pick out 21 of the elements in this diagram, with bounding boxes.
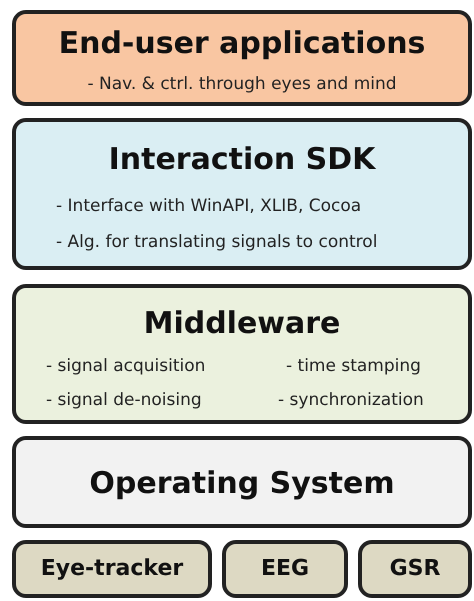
feature-text: - signal acquisition <box>46 356 206 376</box>
layer-box <box>12 118 472 270</box>
layer-box <box>12 10 472 106</box>
feature-text: - Interface with WinAPI, XLIB, Cocoa <box>56 196 362 216</box>
feature-text: - Alg. for translating signals to control <box>56 232 378 252</box>
layer-box <box>12 284 472 424</box>
layer-title: End-user applications <box>58 26 426 61</box>
layer-title: Operating System <box>89 466 395 501</box>
layer-title: GSR <box>390 556 440 581</box>
device-box <box>12 540 212 598</box>
layer-box <box>12 436 472 528</box>
layer-title: Interaction SDK <box>108 142 376 177</box>
layer-title: Eye-tracker <box>40 556 184 581</box>
feature-text: - signal de-noising <box>46 390 202 410</box>
feature-text: - Nav. & ctrl. through eyes and mind <box>87 74 397 94</box>
layer-title: EEG <box>260 556 310 581</box>
feature-text: - time stamping <box>286 356 421 376</box>
device-box <box>222 540 348 598</box>
device-box <box>358 540 472 598</box>
feature-text: - synchronization <box>278 390 424 410</box>
layer-title: Middleware <box>144 306 340 341</box>
